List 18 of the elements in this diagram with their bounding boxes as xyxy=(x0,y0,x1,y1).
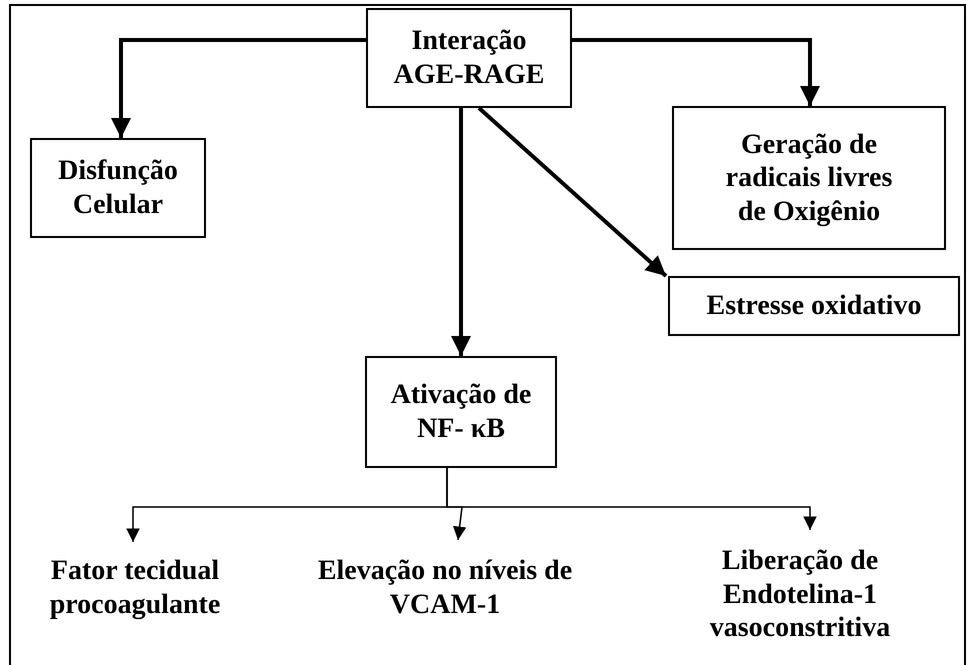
box-text: Interação AGE-RAGE xyxy=(392,24,546,92)
box-text: Ativação de NF- κB xyxy=(390,378,532,446)
arrow xyxy=(446,468,817,530)
process-box xyxy=(668,276,960,336)
process-box xyxy=(672,106,946,250)
arrow xyxy=(451,108,471,356)
outcome-text: Liberação de Endotelina-1 vasoconstritiva xyxy=(665,532,935,657)
arrow xyxy=(111,38,366,138)
process-box xyxy=(30,138,206,238)
process-box xyxy=(366,8,572,108)
process-box xyxy=(365,356,557,468)
outcome-text: Fator tecidual procoagulante xyxy=(15,548,255,628)
box-text: Estresse oxidativo xyxy=(706,289,922,323)
arrow xyxy=(478,106,668,278)
arrow xyxy=(572,38,820,106)
box-text: Disfunção Celular xyxy=(57,154,179,222)
outcome-text: Elevação no níveis de VCAM-1 xyxy=(290,548,600,628)
box-text: Geração de radicais livres de Oxigênio xyxy=(724,128,894,228)
